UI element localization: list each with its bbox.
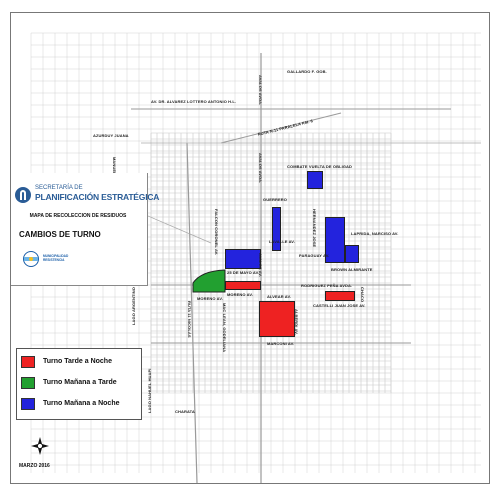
legend-label: Turno Tarde a Noche	[43, 358, 112, 365]
zone-blue-mayo	[225, 249, 261, 269]
label-charata: CHARATA	[175, 409, 195, 414]
label-rodriguez: RODRIGUEZ PEÑA AVDA.	[301, 283, 353, 288]
label-castelli: CASTELLI JUAN JOSE AV.	[313, 303, 366, 308]
label-gallardo: GALLARDO F. GOB.	[287, 69, 327, 74]
zone-green-falcon	[192, 269, 226, 293]
legend-label: Turno Mañana a Noche	[43, 400, 120, 407]
legend-swatch-blue	[21, 398, 35, 410]
zone-red-alvear	[259, 301, 295, 337]
label-moreno1: MORENO AV.	[197, 296, 223, 301]
municipality-text-line1: MUNICIPALIDAD	[43, 254, 69, 258]
municipality-text: MUNICIPALIDAD RESISTENCIA	[43, 254, 68, 262]
zone-red-castelli	[325, 291, 355, 301]
legend-swatch-green	[21, 377, 35, 389]
changes-heading: CAMBIOS DE TURNO	[19, 230, 101, 239]
map-heading: MAPA DE RECOLECCION DE RESIDUOS	[29, 213, 127, 219]
label-mac-lean: MAC LEAN, GODELIANA	[222, 303, 227, 353]
zone-blue-guerrero	[272, 207, 281, 251]
label-chaco: CHACO	[360, 287, 365, 303]
municipality-logo-icon	[23, 251, 39, 267]
label-avalos-mid: AVALOS AVDA.	[258, 153, 263, 184]
label-lavalle: LAVALLE AV.	[269, 239, 295, 244]
label-alvarez: AV. DR. ALVAREZ LOTTERO ANTONIO H.L.	[151, 99, 237, 104]
legend: Turno Tarde a Noche Turno Mañana a Tarde…	[16, 348, 142, 420]
label-moreno2: MORENO AV.	[227, 292, 253, 297]
label-marconi: MARCONI AV.	[267, 341, 295, 346]
secretaria-text: SECRETARÍA DE	[35, 185, 83, 191]
label-azurduy: AZURDUY JUANA	[93, 133, 129, 138]
label-laprida: LAPRIDA, NARCISO AV.	[351, 231, 399, 236]
label-paraguay: PARAGUAY AV.	[299, 253, 330, 258]
label-avalos-top: AVALOS AVDA.	[258, 75, 263, 106]
label-mayo: 25 DE MAYO AV.	[227, 270, 260, 275]
label-ruta11-v: RUTA 11 NICOLÁS	[187, 301, 192, 338]
label-alvear: ALVEAR AV.	[267, 294, 292, 299]
planificacion-text: PLANIFICACIÓN ESTRATÉGICA	[35, 192, 160, 202]
municipality-text-line2: RESISTENCIA	[43, 258, 65, 262]
legend-swatch-red	[21, 356, 35, 368]
label-lago-argentino: LAGO ARGENTINO	[131, 287, 136, 325]
label-lago-huapi: LAGO NAHUEL HUAPI	[147, 368, 152, 413]
planificacion-logo-icon	[15, 187, 31, 203]
title-panel: SECRETARÍA DE PLANIFICACIÓN ESTRATÉGICA …	[11, 173, 159, 286]
label-combate: COMBATE VUELTA DE OBLIGAD	[287, 164, 353, 169]
zone-blue-combate	[307, 171, 323, 189]
zone-blue-laprida	[325, 217, 345, 263]
zone-red-moreno	[225, 281, 261, 290]
map-frame: GALLARDO F. GOB. AV. DR. ALVAREZ LOTTERO…	[10, 12, 490, 484]
label-guerrero: GUERRERO	[263, 197, 287, 202]
label-falcon: FALCON CORONEL AV.	[214, 209, 219, 256]
zone-green-shape	[192, 269, 226, 293]
zone-blue-brown	[345, 245, 359, 263]
legend-label: Turno Mañana a Tarde	[43, 379, 117, 386]
label-hernandez: HERNANDEZ JOSE	[312, 209, 317, 248]
date-label: MARZO 2016	[19, 463, 50, 469]
compass-icon	[31, 437, 49, 455]
label-alberdi: ALBERDI AV.	[294, 309, 299, 335]
label-brown: BROWN ALMIRANTE	[331, 267, 373, 272]
